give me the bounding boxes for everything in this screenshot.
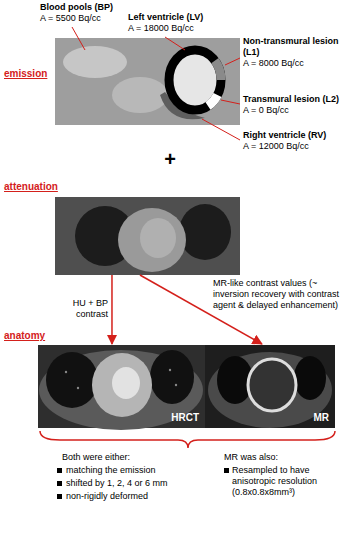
annotation-label: MR was also: [224,452,344,463]
image-panel: HRCT [38,345,205,428]
annotation-label: shifted by 1, 2, 4 or 6 mm [66,478,216,489]
hrct-image [92,353,152,417]
annotation-label: Non-transmural lesion (L1) [243,36,349,58]
bullet-squares [224,468,229,473]
attenuation-image [179,204,231,260]
attenuation-image [55,197,240,275]
annotation-label: Transmural lesion (L2) [243,94,349,105]
mr-image [248,359,296,411]
hrct-image [169,369,171,371]
attenuation-image [140,218,176,258]
emission-image [63,46,127,78]
emission-image [215,61,221,80]
annotation-label: A = 8000 Bq/cc [243,58,349,69]
edge-label: HU + BP contrast [55,297,109,321]
annotation-label: + [155,148,185,170]
emission-image [208,95,218,106]
mr-image [205,345,335,428]
annotation-label: A = 18000 Bq/cc [128,23,238,34]
annotation-label: A = 12000 Bq/cc [243,141,349,152]
annotation-label: Left ventricle (LV) [128,12,238,23]
hrct-image [175,384,177,386]
leader-lines [165,37,185,50]
bullet-squares [57,494,62,499]
leader-lines [221,100,240,104]
emission-image [169,50,221,110]
mr-image [294,356,326,400]
image-panel: attenuation [55,197,240,275]
image-panel: MR [205,345,335,428]
image-panel: emission [55,38,240,125]
bullet-squares [57,468,62,473]
annotation-label: matching the emission [66,465,216,476]
annotation-label: Right ventricle (RV) [243,130,349,141]
leader-lines [72,27,85,50]
emission-image [55,38,240,125]
bracket [40,431,335,448]
emission-image [55,38,240,125]
panel-label: MR [313,412,329,424]
hrct-image [150,350,194,404]
annotation-label: Resampled to have anisotropic resolution… [232,465,348,498]
emission-image [112,77,168,113]
annotation-label: A = 5500 Bq/cc [40,13,140,24]
hrct-image [77,387,79,389]
leader-lines [225,58,240,65]
attenuation-image [118,208,186,272]
annotation-label: Both were either: [62,452,212,463]
mr-image [208,352,332,428]
arrow-connector [111,275,113,344]
annotation-label: non-rigidly deformed [66,491,216,502]
panel-heading: attenuation [4,181,58,193]
leader-lines [72,27,240,140]
hrct-image [46,352,98,408]
panel-heading: anatomy [4,330,45,342]
bullet-squares [57,481,62,486]
hrct-image [39,350,203,430]
hrct-image [38,345,205,430]
annotation-label: A = 0 Bq/cc [243,105,349,116]
annotation-label: Blood pools (BP) [40,2,140,13]
leader-lines [202,119,240,140]
mr-image [205,345,335,428]
attenuation-image [55,197,240,275]
hrct-image [65,371,67,373]
edge-label: MR-like contrast values (~ inversion rec… [212,277,348,312]
hrct-image [112,367,140,399]
panel-heading: emission [4,68,47,80]
panel-label: HRCT [171,412,199,424]
